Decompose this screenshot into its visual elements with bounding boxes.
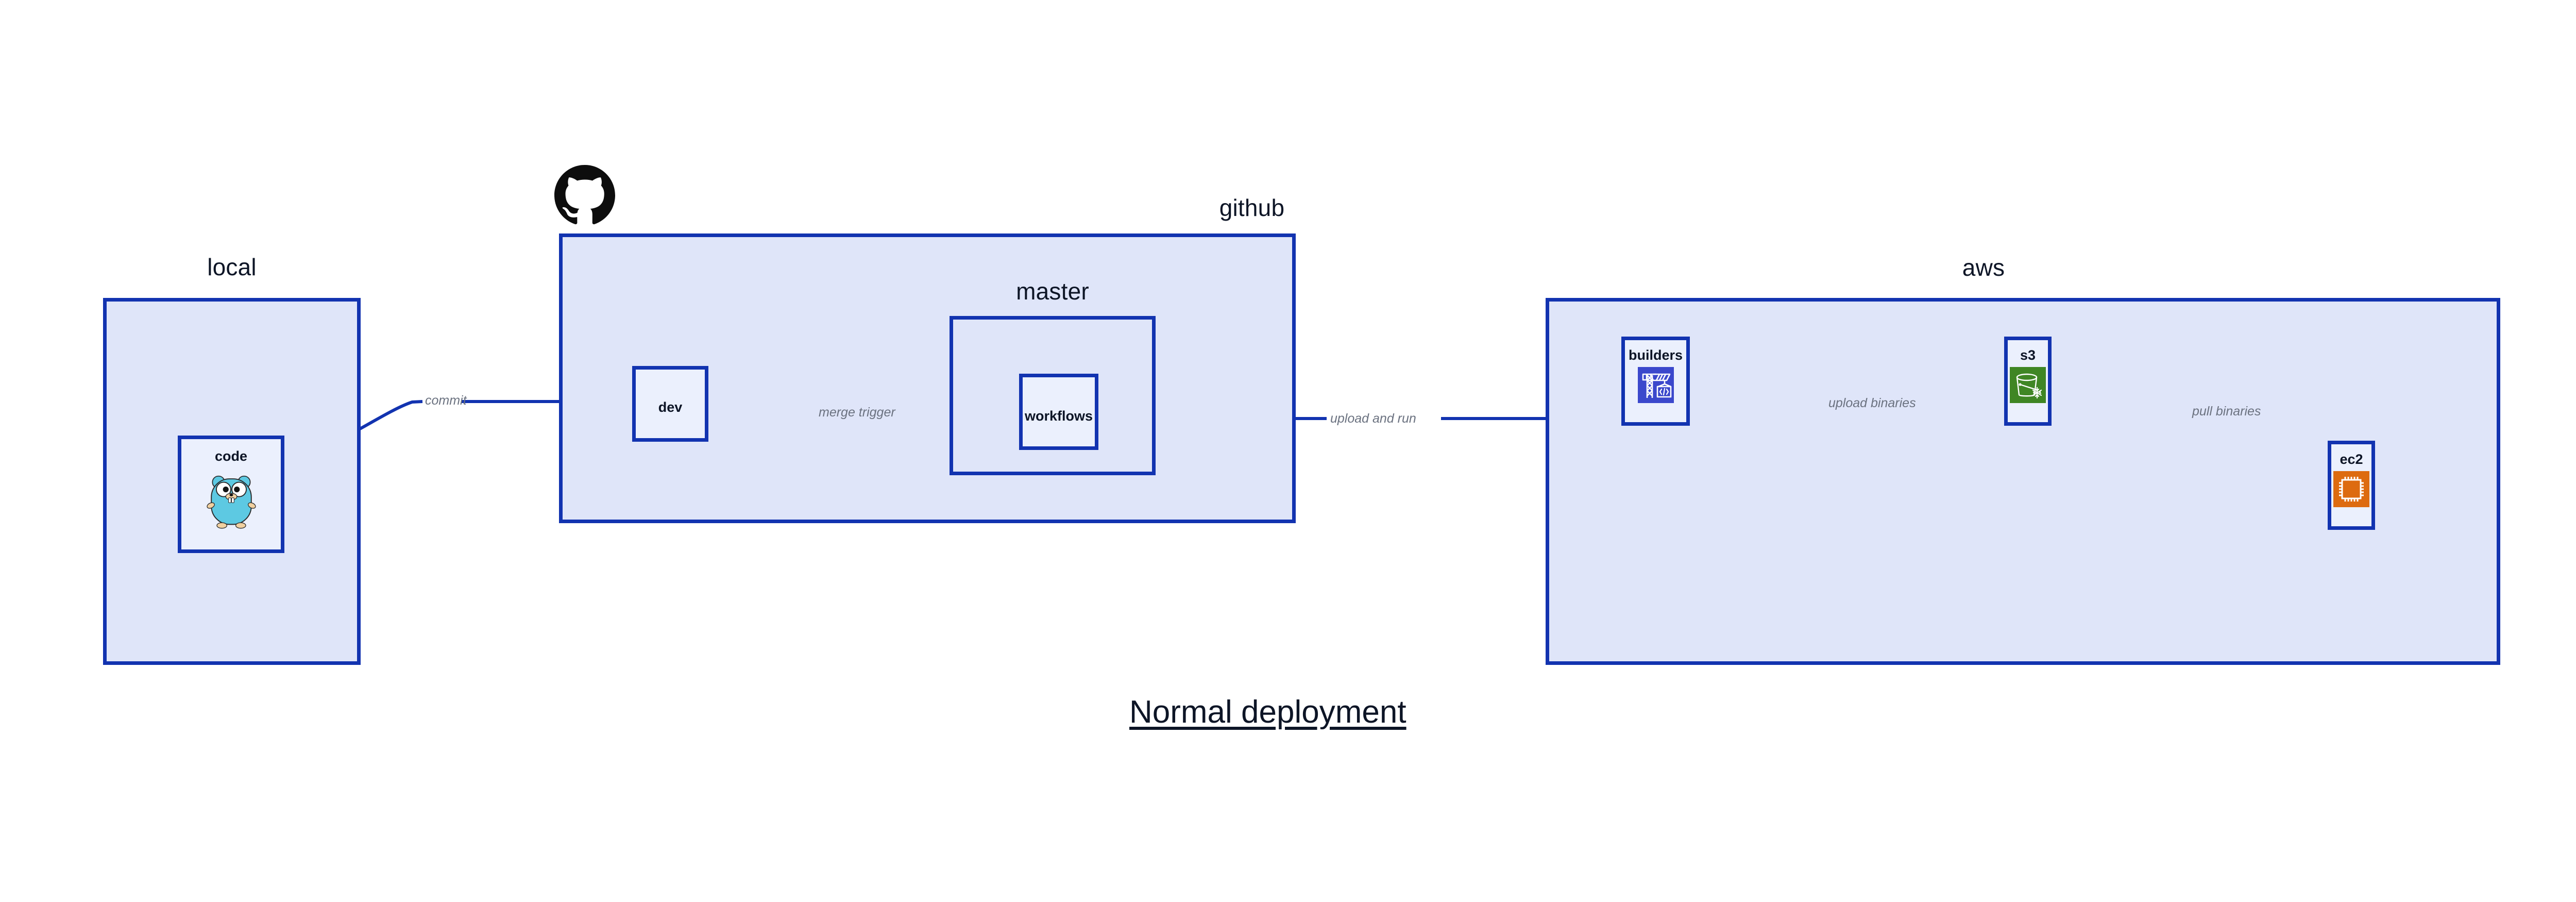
edge-label-pull-binaries: pull binaries: [2192, 404, 2261, 419]
node-s3[interactable]: s3: [2004, 337, 2052, 426]
node-builders[interactable]: builders: [1621, 337, 1690, 426]
github-octocat-logo: [554, 165, 616, 226]
node-label-dev: dev: [658, 399, 683, 415]
container-label-local: local: [207, 254, 257, 280]
node-label-builders: builders: [1628, 347, 1683, 363]
container-label-master: master: [1016, 278, 1089, 305]
edge-label-upload-binaries: upload binaries: [1828, 396, 1916, 410]
node-workflows[interactable]: workflows: [1019, 374, 1098, 450]
node-dev[interactable]: dev: [632, 366, 708, 442]
node-label-workflows: workflows: [1024, 408, 1093, 424]
aws-ec2-chip-icon: [2333, 471, 2369, 507]
diagram-title: Normal deployment: [1129, 694, 1406, 730]
go-gopher-icon: [204, 471, 259, 529]
container-label-aws: aws: [1962, 254, 2005, 281]
aws-s3-bucket-icon: [2010, 367, 2046, 403]
node-label-ec2: ec2: [2340, 452, 2363, 467]
node-code[interactable]: code: [178, 436, 284, 553]
node-ec2[interactable]: ec2: [2328, 441, 2375, 530]
node-label-s3: s3: [2020, 347, 2036, 363]
node-label-code: code: [214, 448, 248, 464]
edge-label-upload-and-run: upload and run: [1330, 411, 1416, 426]
aws-codebuild-crane-icon: [1637, 367, 1674, 403]
container-label-github: github: [1219, 194, 1285, 221]
edge-label-merge-trigger: merge trigger: [819, 405, 895, 420]
edge-label-commit: commit: [425, 393, 467, 408]
